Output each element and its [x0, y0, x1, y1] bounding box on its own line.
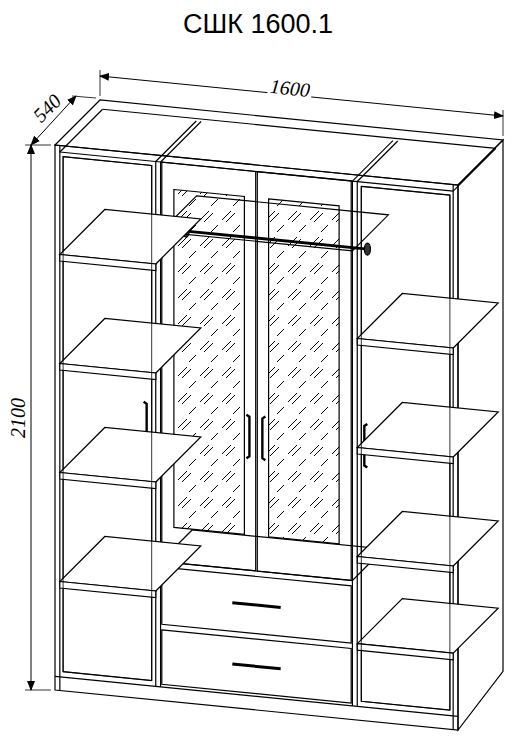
shelf [60, 210, 201, 265]
shelf-edge [357, 339, 453, 355]
rod-holder [364, 243, 370, 255]
drawing-stroke [352, 141, 393, 182]
shelf-edge [60, 473, 156, 489]
drawing-stroke [63, 157, 152, 681]
drawing-stroke [60, 152, 453, 191]
drawing-stroke [60, 109, 103, 152]
shelf-edge [357, 448, 453, 464]
drawing-stroke [156, 121, 197, 161]
shelf [60, 428, 201, 483]
divider [357, 182, 358, 707]
drawer [162, 567, 351, 643]
extension-line [503, 110, 504, 136]
shelf-edge [357, 557, 453, 573]
shelf [60, 537, 201, 592]
shelf [357, 599, 498, 654]
shelf [357, 512, 498, 567]
drawer-handle [232, 664, 280, 669]
wardrobe-top [55, 100, 503, 185]
mirror [174, 190, 245, 535]
hanging-rod [186, 231, 367, 249]
dimension-line [100, 76, 503, 116]
drawer-handle [232, 603, 280, 608]
shelf [357, 403, 498, 458]
extension-line [100, 70, 101, 96]
door-handle [246, 415, 249, 459]
dimension-label: 1600 [267, 76, 313, 100]
shelf-edge [60, 582, 156, 598]
drawing-stroke [453, 148, 496, 191]
drawing-stroke [103, 109, 496, 148]
drawing-stroke [361, 186, 450, 710]
drawing-stroke [161, 530, 384, 581]
dimension-label: 540 [28, 89, 66, 127]
shelf [357, 294, 498, 349]
door-handle [262, 417, 265, 461]
extension-line [25, 145, 51, 146]
shelf [60, 319, 201, 374]
drawing-stroke [161, 122, 202, 163]
divider [352, 181, 353, 706]
mirror-door [257, 172, 351, 581]
dimension-label: 2100 [8, 396, 28, 440]
drawing-stroke [59, 145, 60, 690]
extension-line [25, 690, 51, 691]
drawing-stroke [357, 141, 398, 182]
shelf-edge [60, 255, 156, 271]
dimension-line [31, 145, 32, 690]
mirror [269, 199, 340, 544]
shelf-edge [60, 364, 156, 380]
plinth [55, 676, 458, 716]
drawing-title: СШК 1600.1 [183, 11, 333, 38]
drawer [162, 630, 351, 703]
shelf-edge [357, 644, 453, 660]
